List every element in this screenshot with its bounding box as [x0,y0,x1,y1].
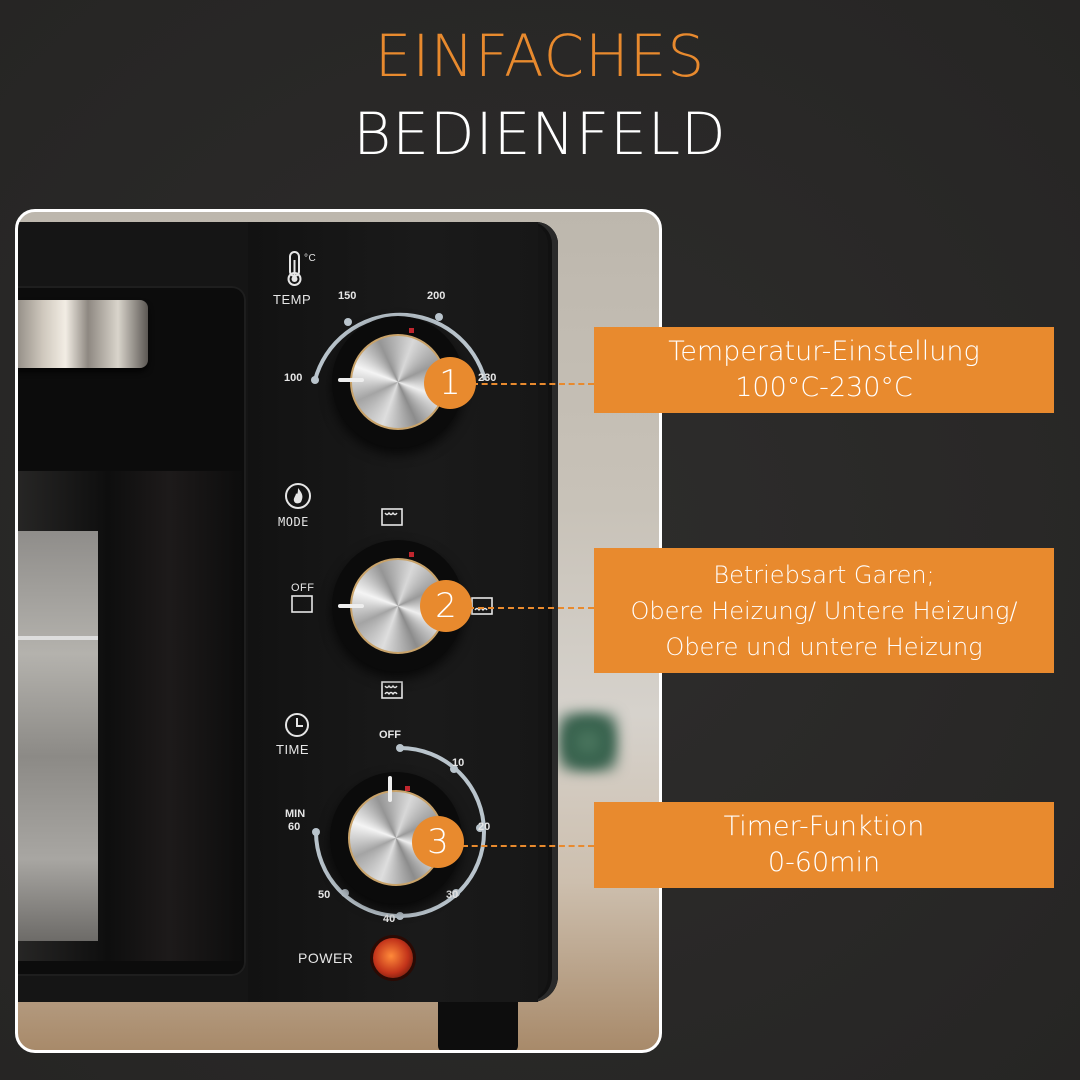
callout-3-line-1: Timer-Funktion [723,811,925,842]
callout-1-line-1: Temperatur-Einstellung [668,336,980,367]
time-tick-10: 10 [452,757,465,769]
oven-foot [438,1002,518,1050]
mode-off-label: OFF [291,582,315,594]
temp-tick-230: 230 [478,372,497,384]
top-bottom-heating-icon [381,681,403,699]
time-tick-50: 50 [318,889,331,901]
temp-tick-200: 200 [427,290,446,302]
power-label: POWER [298,950,354,966]
headline-line-2: BEDIENFELD [353,100,727,168]
time-tick-40: 40 [383,913,396,925]
temp-unit: °C [304,253,317,264]
thermometer-icon [287,251,302,286]
leader-line-1 [472,383,594,385]
time-label: TIME [276,742,310,757]
time-tick-off: OFF [379,729,401,741]
knob-marker [409,328,414,333]
mode-label: MODE [278,515,309,529]
leader-line-3 [462,845,594,847]
knob-pointer [338,604,364,608]
knob-pointer [388,776,392,802]
top-heating-icon [381,508,403,526]
time-scale-arc [312,744,486,920]
oven-rack [18,636,98,640]
temp-label: TEMP [273,292,312,307]
knob-marker [409,552,414,557]
callout-2-line-1: Betriebsart Garen; [713,560,935,589]
off-box-icon [291,595,313,613]
oven-window [18,471,242,961]
background-bottle [558,712,618,772]
power-indicator-light [373,938,413,978]
time-tick-30: 30 [446,889,459,901]
flame-icon [285,483,311,509]
product-photo-frame [15,209,662,1053]
callout-badge-1: 1 [424,357,476,409]
oven-door [18,286,246,976]
callout-mode: Betriebsart Garen; Obere Heizung/ Untere… [594,548,1054,673]
knob-pointer [338,378,364,382]
knob-marker [405,786,410,791]
time-tick-60: 60 [288,821,301,833]
callout-temperature: Temperatur-Einstellung 100°C-230°C [594,327,1054,413]
temp-tick-150: 150 [338,290,357,302]
door-handle [18,300,148,368]
temp-tick-100: 100 [284,372,303,384]
time-tick-20: 20 [478,821,491,833]
callout-1-line-2: 100°C-230°C [735,372,913,403]
temp-scale-arc [311,312,487,384]
bottom-heating-icon [471,597,493,615]
callout-2-line-2: Obere Heizung/ Untere Heizung/ [630,596,1018,625]
time-min-label: MIN [285,808,306,820]
leader-line-2 [468,607,594,609]
headline-line-1: EINFACHES [374,22,706,90]
callout-3-line-2: 0-60min [767,847,881,878]
clock-icon [285,713,309,737]
callout-badge-3: 3 [412,816,464,868]
callout-2-line-3: Obere und untere Heizung [665,632,983,661]
oven-interior [18,531,98,941]
callout-timer: Timer-Funktion 0-60min [594,802,1054,888]
callout-badge-2: 2 [420,580,472,632]
